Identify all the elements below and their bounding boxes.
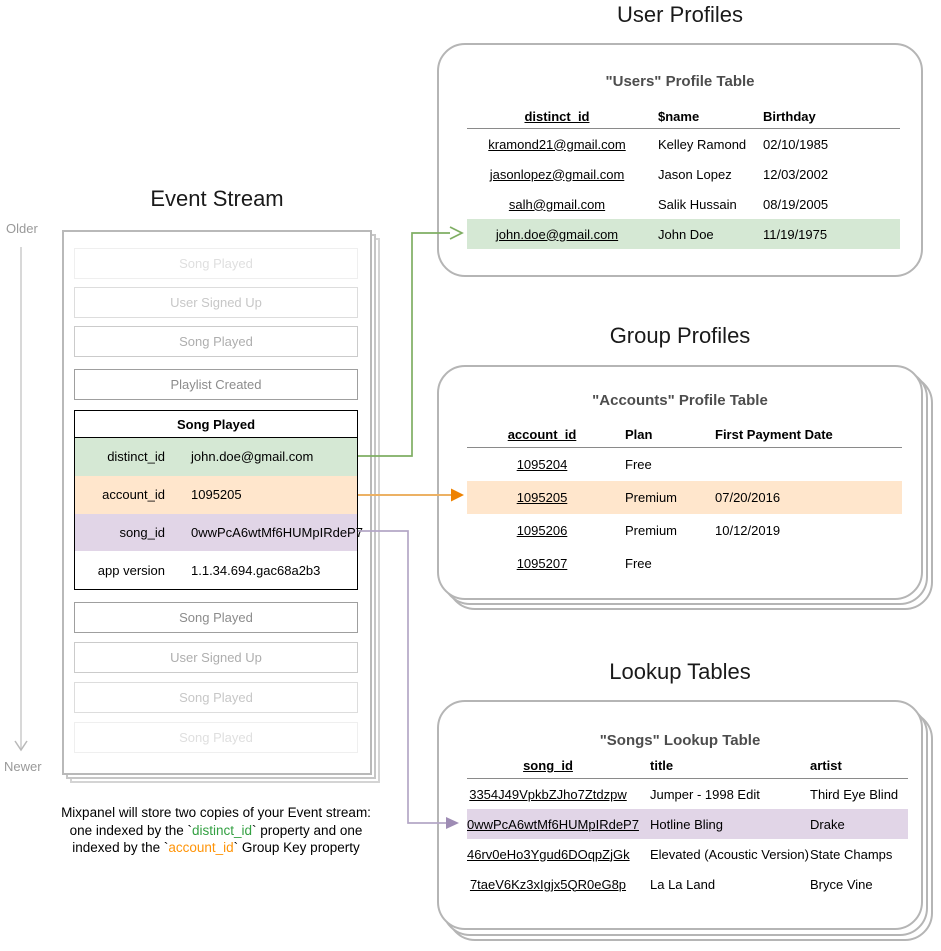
table-row: jasonlopez@gmail.com Jason Lopez 12/03/2… bbox=[467, 159, 900, 189]
event-row: Song Played bbox=[74, 722, 358, 753]
cell-artist: Bryce Vine bbox=[810, 876, 873, 892]
cell-first-payment-date: 10/12/2019 bbox=[715, 523, 781, 538]
cell-plan: Premium bbox=[625, 523, 678, 538]
users-table-title: "Users" Profile Table bbox=[605, 73, 755, 90]
cell-distinct-id: kramond21@gmail.com bbox=[488, 136, 626, 152]
cell-name: Salik Hussain bbox=[658, 196, 737, 212]
property-key: song_id bbox=[119, 524, 165, 540]
cell-distinct-id: jasonlopez@gmail.com bbox=[489, 166, 625, 182]
cell-account-id: 1095205 bbox=[516, 490, 568, 505]
caption-line3: indexed by the `account_id` Group Key pr… bbox=[72, 840, 360, 855]
event-row: Song Played bbox=[74, 248, 358, 279]
users-profile-table: distinct_id $name Birthday kramond21@gma… bbox=[467, 104, 900, 249]
cell-distinct-id: john.doe@gmail.com bbox=[495, 226, 619, 242]
table-row: 1095207 Free bbox=[467, 547, 902, 580]
column-header-account-id: account_id bbox=[507, 427, 577, 442]
table-header-row: song_id title artist bbox=[467, 753, 908, 779]
cell-account-id: 1095207 bbox=[516, 556, 568, 571]
account-id-token: account_id bbox=[168, 840, 234, 855]
cell-song-id: 3354J49VpkbZJho7Ztdzpw bbox=[469, 786, 627, 802]
column-header-birthday: Birthday bbox=[763, 108, 816, 124]
property-key: app version bbox=[97, 562, 165, 578]
column-header-distinct-id: distinct_id bbox=[524, 108, 590, 124]
focal-event-card: Song Played distinct_id john.doe@gmail.c… bbox=[74, 410, 363, 590]
caption-line2: one indexed by the `distinct_id` propert… bbox=[69, 822, 363, 838]
table-row-highlighted: 1095205 Premium 07/20/2016 bbox=[467, 481, 902, 514]
cell-song-id: 0wwPcA6wtMf6HUMpIRdeP7 bbox=[467, 816, 639, 832]
table-row-highlighted: john.doe@gmail.com John Doe 11/19/1975 bbox=[467, 219, 900, 249]
property-row-distinct-id: distinct_id john.doe@gmail.com bbox=[75, 438, 357, 476]
table-row: salh@gmail.com Salik Hussain 08/19/2005 bbox=[467, 189, 900, 219]
cell-birthday: 02/10/1985 bbox=[763, 136, 829, 152]
cell-birthday: 08/19/2005 bbox=[763, 196, 829, 212]
event-row: Playlist Created bbox=[74, 369, 358, 400]
property-key: account_id bbox=[102, 487, 165, 503]
column-header-song-id: song_id bbox=[523, 758, 573, 773]
event-stream-title: Event Stream bbox=[150, 186, 284, 211]
property-value: 1.1.34.694.gac68a2b3 bbox=[191, 562, 321, 578]
table-row: 3354J49VpkbZJho7Ztdzpw Jumper - 1998 Edi… bbox=[467, 779, 908, 809]
event-row: Song Played bbox=[74, 682, 358, 713]
property-key: distinct_id bbox=[107, 449, 165, 465]
event-row: Song Played bbox=[74, 326, 358, 357]
cell-plan: Free bbox=[625, 556, 652, 571]
cell-artist: Third Eye Blind bbox=[810, 786, 899, 802]
column-header-plan: Plan bbox=[625, 427, 653, 442]
cell-distinct-id: salh@gmail.com bbox=[508, 196, 606, 212]
table-row: 1095204 Free bbox=[467, 448, 902, 481]
cell-plan: Free bbox=[625, 457, 652, 472]
distinct-id-token: distinct_id bbox=[191, 822, 253, 838]
timeline-arrowhead-icon bbox=[14, 740, 28, 752]
cell-title: Jumper - 1998 Edit bbox=[650, 786, 760, 802]
property-row-app-version: app version 1.1.34.694.gac68a2b3 bbox=[75, 551, 357, 589]
table-row: 7taeV6Kz3xIgjx5QR0eG8p La La Land Bryce … bbox=[467, 869, 908, 899]
focal-event-title: Song Played bbox=[75, 411, 357, 438]
user-profiles-title: User Profiles bbox=[617, 2, 743, 27]
cell-name: Jason Lopez bbox=[658, 166, 732, 182]
older-label: Older bbox=[6, 221, 38, 236]
cell-account-id: 1095204 bbox=[516, 457, 568, 472]
cell-plan: Premium bbox=[625, 490, 678, 505]
songs-lookup-table: song_id title artist 3354J49VpkbZJho7Ztd… bbox=[467, 753, 908, 899]
table-header-row: account_id Plan First Payment Date bbox=[467, 422, 902, 448]
column-header-name: $name bbox=[658, 108, 700, 124]
caption-line1: Mixpanel will store two copies of your E… bbox=[61, 805, 371, 820]
newer-label: Newer bbox=[4, 759, 42, 774]
property-row-song-id: song_id 0wwPcA6wtMf6HUMpIRdeP7 bbox=[75, 513, 363, 552]
event-row: User Signed Up bbox=[74, 287, 358, 318]
column-header-first-payment-date: First Payment Date bbox=[715, 427, 833, 442]
cell-title: La La Land bbox=[650, 876, 716, 892]
table-row: 46rv0eHo3Ygud6DOqpZjGk Elevated (Acousti… bbox=[467, 839, 908, 869]
lookup-tables-title: Lookup Tables bbox=[609, 659, 751, 684]
property-value: john.doe@gmail.com bbox=[191, 449, 314, 465]
table-row-highlighted: 0wwPcA6wtMf6HUMpIRdeP7 Hotline Bling Dra… bbox=[467, 809, 908, 839]
accounts-profile-table: account_id Plan First Payment Date 10952… bbox=[467, 422, 902, 580]
cell-account-id: 1095206 bbox=[516, 523, 568, 538]
cell-artist: State Champs bbox=[810, 846, 893, 862]
table-row: kramond21@gmail.com Kelley Ramond 02/10/… bbox=[467, 129, 900, 159]
property-value: 0wwPcA6wtMf6HUMpIRdeP7 bbox=[191, 524, 363, 540]
songs-table-title: "Songs" Lookup Table bbox=[599, 732, 761, 749]
group-profiles-title: Group Profiles bbox=[609, 323, 751, 348]
cell-song-id: 46rv0eHo3Ygud6DOqpZjGk bbox=[467, 846, 630, 862]
footnote-caption: Mixpanel will store two copies of your E… bbox=[26, 804, 406, 857]
cell-artist: Drake bbox=[810, 816, 845, 832]
cell-birthday: 12/03/2002 bbox=[763, 166, 829, 182]
cell-song-id: 7taeV6Kz3xIgjx5QR0eG8p bbox=[469, 876, 627, 892]
cell-title: Elevated (Acoustic Version) bbox=[650, 846, 809, 862]
column-header-artist: artist bbox=[810, 758, 842, 773]
column-header-title: title bbox=[650, 758, 674, 773]
cell-name: John Doe bbox=[658, 226, 714, 242]
cell-title: Hotline Bling bbox=[650, 816, 723, 832]
event-row: Song Played bbox=[74, 602, 358, 633]
table-row: 1095206 Premium 10/12/2019 bbox=[467, 514, 902, 547]
event-row: User Signed Up bbox=[74, 642, 358, 673]
table-header-row: distinct_id $name Birthday bbox=[467, 104, 900, 129]
cell-name: Kelley Ramond bbox=[658, 136, 747, 152]
accounts-table-title: "Accounts" Profile Table bbox=[592, 392, 768, 409]
property-value: 1095205 bbox=[191, 487, 242, 503]
property-row-account-id: account_id 1095205 bbox=[75, 475, 357, 514]
cell-birthday: 11/19/1975 bbox=[763, 226, 828, 242]
cell-first-payment-date: 07/20/2016 bbox=[715, 490, 781, 505]
